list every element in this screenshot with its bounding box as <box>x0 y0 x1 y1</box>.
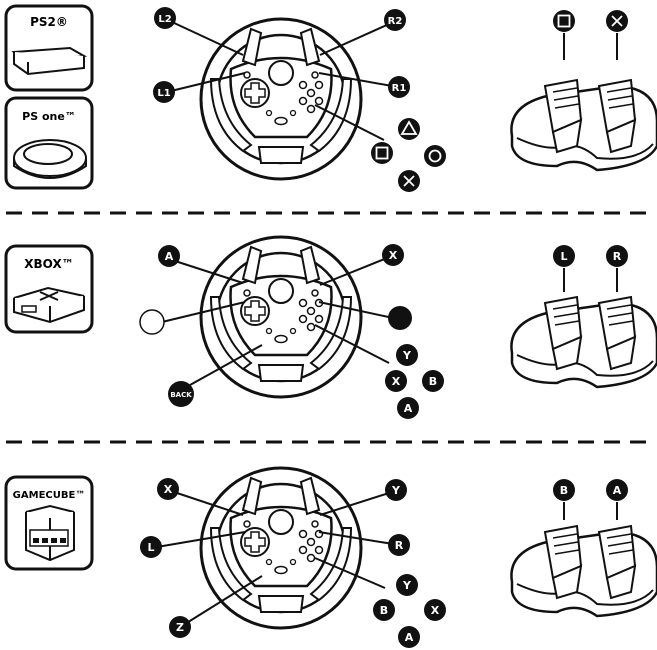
cross-icon <box>398 170 420 192</box>
svg-text:X: X <box>431 604 440 617</box>
gc-r-button: R <box>388 534 410 556</box>
gc-x-button: X <box>424 599 446 621</box>
button-r2: R2 <box>384 9 406 31</box>
svg-text:Y: Y <box>402 349 412 362</box>
svg-text:A: A <box>613 484 622 497</box>
svg-text:L: L <box>147 541 154 554</box>
pedal-r-button: R <box>606 245 628 267</box>
svg-text:R: R <box>395 539 404 552</box>
gamecube-label: GAMECUBE™ <box>13 490 86 501</box>
gc-top-left-button: X <box>157 478 179 500</box>
triangle-icon <box>398 118 420 140</box>
xbox-pedals <box>510 295 657 389</box>
svg-text:R1: R1 <box>392 83 407 94</box>
pedal-l-button: L <box>553 245 575 267</box>
ps2-pedals <box>510 78 657 172</box>
gc-a-button: A <box>398 626 420 648</box>
svg-text:X: X <box>164 483 173 496</box>
xbox-top-left-button: A <box>158 245 180 267</box>
svg-text:R: R <box>613 250 622 263</box>
pedal-cross-icon <box>606 10 628 32</box>
gamecube-console-card: GAMECUBE™ <box>4 475 94 571</box>
xbox-x-button: X <box>385 370 407 392</box>
svg-text:X: X <box>389 249 398 262</box>
pedal-b-button: B <box>553 479 575 501</box>
ps2-console-icon <box>11 46 88 76</box>
circle-icon <box>424 145 446 167</box>
svg-text:B: B <box>429 375 437 388</box>
svg-text:L1: L1 <box>157 88 170 99</box>
ps2-label: PS2® <box>30 15 68 29</box>
pedal-a-button: A <box>606 479 628 501</box>
xbox-top-right-button: X <box>382 244 404 266</box>
xbox-label: XBOX™ <box>24 257 73 271</box>
psone-label: PS one™ <box>22 110 76 123</box>
svg-text:B: B <box>380 604 388 617</box>
svg-text:A: A <box>404 402 413 415</box>
button-l2: L2 <box>154 7 176 29</box>
gc-top-right-button: Y <box>385 479 407 501</box>
svg-text:Y: Y <box>402 579 412 592</box>
svg-text:Z: Z <box>176 621 184 634</box>
gc-y-button: Y <box>396 574 418 596</box>
xbox-back-button: BACK <box>168 381 194 407</box>
square-icon <box>371 142 393 164</box>
gamecube-console-icon <box>25 504 75 562</box>
svg-text:A: A <box>405 631 414 644</box>
section-xbox: XBOX™ A X <box>4 235 657 419</box>
xbox-y-button: Y <box>396 344 418 366</box>
psone-console-icon <box>13 139 87 179</box>
xbox-a-button: A <box>397 397 419 419</box>
xbox-wheel <box>199 235 363 399</box>
svg-text:R2: R2 <box>388 16 403 27</box>
gamecube-wheel <box>199 466 363 630</box>
svg-text:X: X <box>392 375 401 388</box>
pedal-square-icon <box>553 10 575 32</box>
gc-b-button: B <box>373 599 395 621</box>
black-button-icon <box>388 306 412 330</box>
svg-text:L: L <box>560 250 567 263</box>
svg-text:Y: Y <box>391 484 401 497</box>
section-ps2: PS2® PS one™ <box>4 4 657 192</box>
button-l1: L1 <box>153 81 175 103</box>
section-gamecube: GAMECUBE™ X <box>4 466 657 648</box>
xbox-console-icon <box>13 286 85 324</box>
ps2-console-card: PS2® <box>4 4 94 92</box>
button-r1: R1 <box>388 76 410 98</box>
svg-text:BACK: BACK <box>170 391 192 399</box>
svg-text:L2: L2 <box>158 14 171 25</box>
svg-text:A: A <box>165 250 174 263</box>
gamecube-pedals <box>510 524 657 618</box>
gc-l-button: L <box>140 536 162 558</box>
gc-z-button: Z <box>169 616 191 638</box>
svg-text:B: B <box>560 484 568 497</box>
xbox-console-card: XBOX™ <box>4 244 94 334</box>
psone-console-card: PS one™ <box>4 96 94 190</box>
ps2-wheel <box>199 17 363 181</box>
xbox-b-button: B <box>422 370 444 392</box>
white-button-icon <box>139 309 165 335</box>
